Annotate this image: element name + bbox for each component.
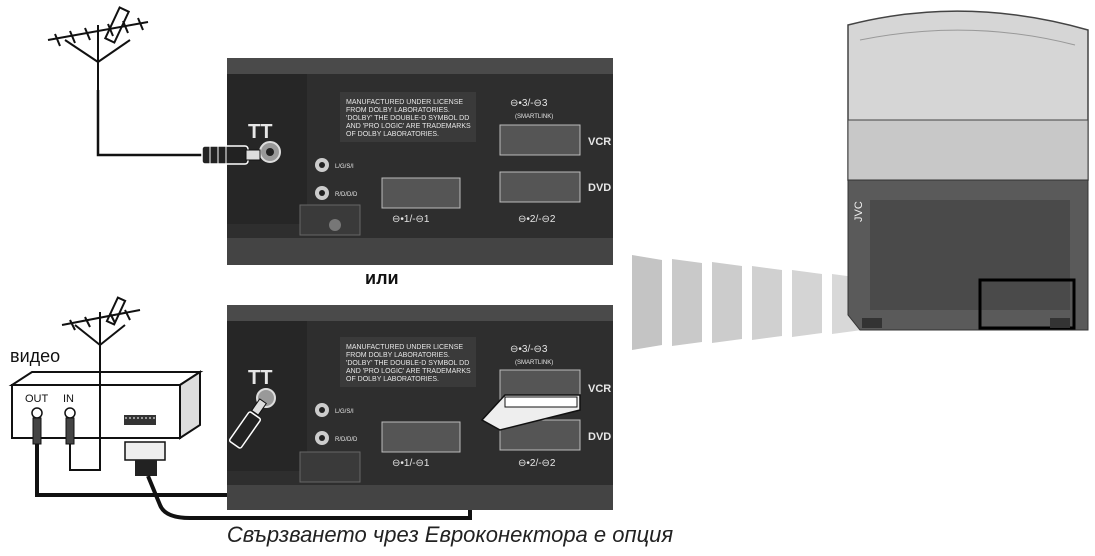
scart2-label: ⊖•2/-⊖2 (518, 214, 556, 225)
or-label: или (365, 268, 399, 289)
tv-rear-view: JVC (848, 11, 1088, 330)
vcr-device: OUT IN (12, 372, 200, 476)
tv-brand-label: JVC (853, 201, 865, 222)
svg-text:TT: TT (248, 367, 272, 389)
scart3-label: ⊖•3/-⊖3 (510, 344, 548, 355)
antenna-cable-top (98, 90, 205, 155)
license-line: OF DOLBY LABORATORIES. (346, 376, 439, 383)
svg-text:TT: TT (248, 121, 272, 143)
license-line: FROM DOLBY LABORATORIES. (346, 107, 450, 114)
smartlink-label: (SMARTLINK) (515, 114, 553, 120)
scart1-label: ⊖•1/-⊖1 (392, 458, 430, 469)
dvd-label: DVD (588, 182, 611, 194)
license-line: MANUFACTURED UNDER LICENSE (346, 344, 463, 351)
license-line: AND 'PRO LOGIC' ARE TRADEMARKS (346, 368, 471, 375)
license-line: OF DOLBY LABORATORIES. (346, 131, 439, 138)
dvd-label: DVD (588, 431, 611, 443)
zoom-indicator (632, 255, 862, 350)
video-label: видео (10, 346, 60, 367)
tv-rear-panel-top: TT (227, 58, 613, 265)
vcr-label: VCR (588, 136, 611, 148)
license-line: AND 'PRO LOGIC' ARE TRADEMARKS (346, 123, 471, 130)
license-line: FROM DOLBY LABORATORIES. (346, 352, 450, 359)
license-line: MANUFACTURED UNDER LICENSE (346, 99, 463, 106)
audio-l-label: L/G/S/I (335, 164, 354, 170)
audio-r-label: R/D/D/D (335, 437, 358, 443)
vcr-in-label: IN (63, 393, 74, 405)
smartlink-label: (SMARTLINK) (515, 360, 553, 366)
scart3-label: ⊖•3/-⊖3 (510, 98, 548, 109)
vcr-label: VCR (588, 383, 611, 395)
license-line: 'DOLBY' THE DOUBLE-D SYMBOL DD (346, 360, 469, 367)
caption: Свързването чрез Евроконектора е опция (0, 522, 900, 548)
scart1-label: ⊖•1/-⊖1 (392, 214, 430, 225)
vcr-out-label: OUT (25, 393, 49, 405)
scart2-label: ⊖•2/-⊖2 (518, 458, 556, 469)
audio-r-label: R/D/D/D (335, 192, 358, 198)
audio-l-label: L/G/S/I (335, 409, 354, 415)
license-line: 'DOLBY' THE DOUBLE-D SYMBOL DD (346, 115, 469, 122)
